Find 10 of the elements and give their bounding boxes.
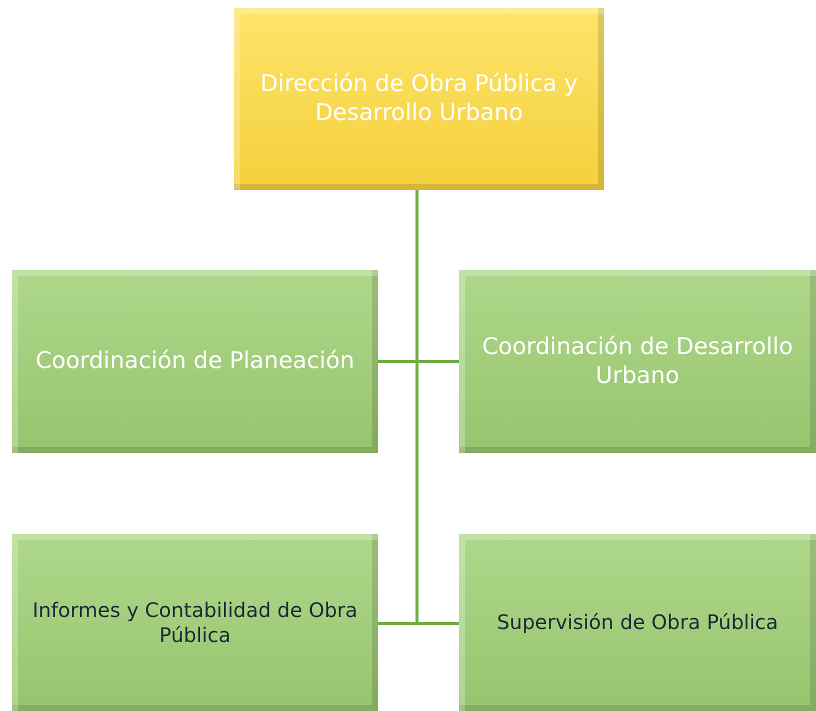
director-box [234, 8, 604, 190]
unit-box [12, 534, 378, 711]
box-label: Coordinación de Planeación [36, 347, 354, 376]
unit-box [459, 534, 816, 711]
unit-box [459, 270, 816, 453]
box-label: Supervisión de Obra Pública [496, 610, 778, 635]
box-label: Informes y Contabilidad de Obra Pública [31, 598, 359, 648]
box-label: Coordinación de Desarrollo Urbano [481, 332, 794, 390]
box-label: Dirección de Obra Pública y Desarrollo Urbano [259, 70, 579, 128]
unit-box [12, 270, 378, 453]
